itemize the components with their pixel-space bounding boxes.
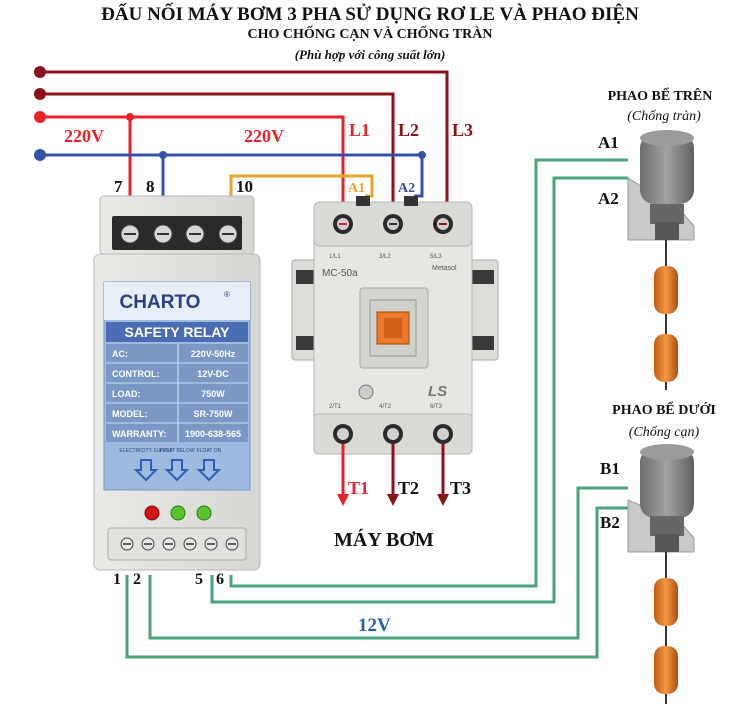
spec-value-model: SR-750W [193, 409, 233, 419]
wire-l1 [34, 111, 345, 208]
float-switch-bottom [627, 444, 695, 704]
terminal-7-label: 7 [114, 177, 123, 196]
indicator-label-supply: ELECTRICITY SUPPLY [119, 448, 173, 454]
float-bottom-b2-label: B2 [600, 513, 620, 532]
float-top-a1-label: A1 [598, 133, 619, 152]
label-l3: L3 [452, 120, 473, 140]
spec-key-load: LOAD: [112, 389, 141, 399]
terminal-8-label: 8 [146, 177, 155, 196]
spec-value-warranty: 1900-638-565 [185, 429, 241, 439]
diagram-title: ĐẤU NỐI MÁY BƠM 3 PHA SỬ DỤNG RƠ LE VÀ P… [101, 4, 639, 25]
coil-a2-label: A2 [398, 181, 415, 196]
contactor-model: MC-50a [322, 268, 358, 279]
terminal-10-label: 10 [236, 177, 253, 196]
contactor-mark-5l3: 5/L3 [430, 254, 442, 260]
label-220v-left: 220V [64, 126, 104, 146]
label-220v-mid: 220V [244, 126, 284, 146]
relay-indicator-labels: ELECTRICITY SUPPLY FLOAT BELOW FLOAT ON [119, 448, 221, 454]
coil-a1-label: A1 [348, 181, 365, 196]
wire-l2 [34, 88, 395, 208]
led-float-below-icon [170, 505, 186, 521]
relay-brand-reg: ® [224, 290, 230, 299]
float-weight-top-2 [654, 334, 678, 382]
float-weight-top-1 [654, 266, 678, 314]
contactor: 1/L1 3/L2 5/L3 MC-50a Metasol LS 2/T1 4/… [291, 196, 499, 455]
float-top-subtitle: (Chống tràn) [627, 109, 701, 124]
float-weight-bottom-2 [654, 646, 678, 694]
relay-product-name: SAFETY RELAY [124, 324, 230, 340]
contactor-mark-3l2: 3/L2 [379, 254, 391, 260]
label-l1: L1 [349, 120, 370, 140]
spec-key-warranty: WARRANTY: [112, 429, 166, 439]
float-top-a2-label: A2 [598, 189, 619, 208]
relay-bottom-screws [120, 537, 239, 551]
wire-l3 [34, 66, 449, 208]
spec-key-ac: AC: [112, 349, 128, 359]
float-switch-top [627, 130, 695, 390]
contactor-mark-1l1: 1/L1 [329, 254, 341, 260]
spec-value-load: 750W [201, 389, 225, 399]
contactor-mark-6t3: 6/T3 [430, 404, 443, 410]
spec-key-control: CONTROL: [112, 369, 160, 379]
relay-spec-table: AC: 220V-50Hz CONTROL: 12V-DC LOAD: 750W… [106, 344, 248, 442]
relay-top-screws [120, 224, 238, 244]
ls-logo: LS [428, 383, 447, 400]
contactor-maker: Metasol [432, 265, 457, 272]
led-supply-icon [144, 505, 160, 521]
label-t2: T2 [398, 478, 419, 498]
terminal-5-label: 5 [195, 571, 203, 588]
safety-relay: CHARTO ® SAFETY RELAY AC: 220V-50Hz CONT… [93, 195, 261, 571]
led-float-on-icon [196, 505, 212, 521]
terminal-6-label: 6 [216, 571, 224, 588]
contactor-bottom-screws [333, 424, 453, 444]
indicator-label-float-below: FLOAT BELOW [159, 448, 194, 454]
float-bottom-subtitle: (Chống cạn) [629, 425, 700, 440]
float-weight-bottom-1 [654, 578, 678, 626]
terminal-1-label: 1 [113, 571, 121, 588]
label-l2: L2 [398, 120, 419, 140]
contactor-screw-icon [358, 384, 374, 400]
relay-brand: CHARTO [120, 292, 201, 313]
indicator-label-float-on: FLOAT ON [197, 448, 222, 454]
float-bottom-title: PHAO BỂ DƯỚI [612, 400, 716, 418]
spec-value-ac: 220V-50Hz [191, 349, 236, 359]
pump-label: MÁY BƠM [334, 528, 434, 551]
output-wires [337, 444, 449, 506]
label-12v: 12V [358, 615, 391, 636]
contactor-mark-4t2: 4/T2 [379, 404, 392, 410]
diagram-note: (Phù hợp với công suất lớn) [294, 47, 446, 62]
wire-12v-control [125, 158, 628, 659]
terminal-2-label: 2 [133, 571, 141, 588]
contactor-top-screws [333, 196, 453, 234]
label-t1: T1 [348, 478, 369, 498]
down-arrow-icons [133, 459, 222, 482]
label-t3: T3 [450, 478, 471, 498]
spec-value-control: 12V-DC [197, 369, 229, 379]
diagram-subtitle: CHO CHỐNG CẠN VÀ CHỐNG TRÀN [247, 27, 493, 42]
float-bottom-b1-label: B1 [600, 459, 620, 478]
float-top-title: PHAO BỂ TRÊN [608, 86, 713, 104]
contactor-mark-2t1: 2/T1 [329, 404, 342, 410]
spec-key-model: MODEL: [112, 409, 148, 419]
